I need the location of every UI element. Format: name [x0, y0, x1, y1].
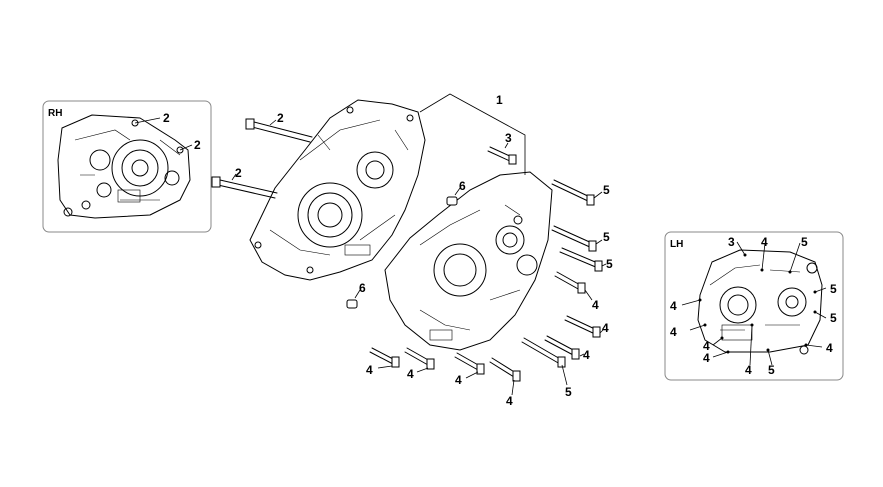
callout-4e: 4 — [407, 367, 414, 381]
lh-callout-4e: 4 — [703, 351, 710, 365]
callout-2-lower: 2 — [235, 166, 242, 180]
callout-2-upper: 2 — [277, 111, 284, 125]
callout-4b: 4 — [602, 321, 609, 335]
lh-callout-5b: 5 — [830, 282, 837, 296]
assembly-bracket — [419, 93, 526, 175]
lh-callout-5a: 5 — [801, 235, 808, 249]
lh-callout-4a: 4 — [761, 235, 768, 249]
lh-long-bolts — [551, 179, 603, 272]
main-crankcase-assembly: 1 2 2 3 6 6 5 5 5 4 4 4 4 4 4 4 5 — [211, 93, 613, 408]
rh-bolts — [211, 118, 313, 199]
rh-inset-panel: RH 2 2 — [42, 100, 212, 233]
lh-callout-4c: 4 — [670, 325, 677, 339]
lh-callout-5c: 5 — [830, 311, 837, 325]
right-crankcase-half — [249, 99, 426, 281]
lh-callout-3: 3 — [728, 235, 735, 249]
callout-4f: 4 — [455, 373, 462, 387]
leader-lines — [231, 119, 607, 396]
callout-5a: 5 — [603, 183, 610, 197]
callout-4g: 4 — [506, 394, 513, 408]
lh-callout-4d: 4 — [703, 339, 710, 353]
bolt-3 — [487, 146, 517, 165]
callout-5c: 5 — [606, 257, 613, 271]
callout-4c: 4 — [583, 348, 590, 362]
lh-callout-4g: 4 — [826, 341, 833, 355]
callout-4d: 4 — [366, 363, 373, 377]
callout-3: 3 — [505, 131, 512, 145]
callout-4a: 4 — [592, 298, 599, 312]
callout-1: 1 — [496, 93, 503, 107]
lh-callout-4f: 4 — [745, 363, 752, 377]
rh-callout-2a: 2 — [163, 111, 170, 125]
lh-panel-title: LH — [670, 239, 683, 250]
callout-6-upper: 6 — [459, 179, 466, 193]
rh-crankcase-drawing — [57, 114, 191, 219]
lh-callout-5d: 5 — [768, 363, 775, 377]
callout-6-lower: 6 — [359, 281, 366, 295]
short-bolts — [369, 271, 601, 382]
lh-inset-panel: LH — [664, 231, 844, 381]
left-crankcase-half — [384, 171, 553, 351]
lh-callout-4b: 4 — [670, 299, 677, 313]
dowel-pins — [346, 196, 458, 309]
rh-panel-title: RH — [48, 108, 62, 119]
rh-callout-2b: 2 — [194, 138, 201, 152]
callout-5d: 5 — [565, 385, 572, 399]
callout-5b: 5 — [603, 230, 610, 244]
